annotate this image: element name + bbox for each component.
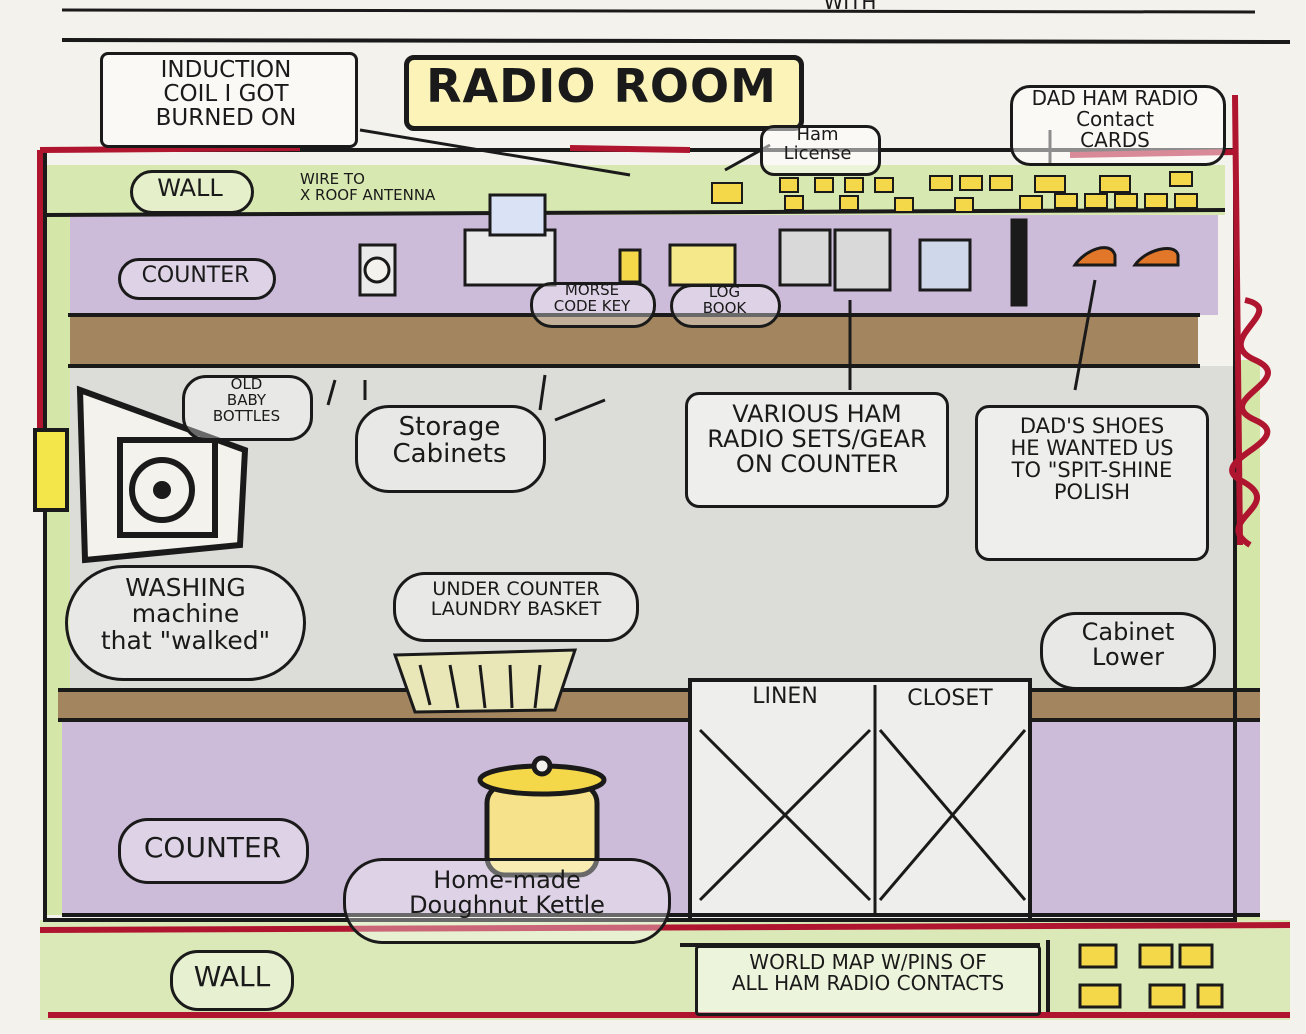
wall-bottom-bubble (170, 950, 294, 1011)
contact-cards-note (1010, 85, 1226, 166)
counter-top-bubble (118, 258, 276, 300)
storage-cabinets-label: Storage Cabinets (392, 412, 507, 470)
laundry-basket-icon (392, 648, 578, 714)
cabinet-lower-label: Cabinet Lower (1081, 618, 1175, 672)
shoes-note (975, 405, 1209, 561)
wall-bottom-label: WALL (193, 960, 271, 993)
washing-machine-label: WASHING machine that "walked" (100, 573, 271, 655)
title-box (404, 55, 804, 131)
laundry-basket-label: UNDER COUNTER LAUNDRY BASKET (430, 578, 602, 620)
ham-gear-label: VARIOUS HAM RADIO SETS/GEAR ON COUNTER (707, 400, 927, 479)
linen-label: LINEN (752, 684, 818, 709)
wall-top-bubble (130, 170, 254, 214)
world-map-label: WORLD MAP W/PINS OF ALL HAM RADIO CONTAC… (731, 950, 1005, 995)
wire-antenna-label: WIRE TO X ROOF ANTENNA (300, 170, 436, 204)
logbook-label: LOG BOOK (702, 283, 747, 317)
laundry-basket-bubble (393, 572, 639, 642)
morse-key-bubble (530, 282, 656, 328)
storage-cabinets-bubble (355, 405, 546, 493)
ham-gear-note (685, 392, 949, 508)
doughnut-kettle-icon (477, 755, 607, 878)
closet-label: CLOSET (907, 686, 993, 711)
ham-license-label: Ham License (783, 124, 852, 164)
world-map-pins (1078, 943, 1224, 1009)
induction-coil-note (100, 52, 358, 148)
ham-license-note (760, 125, 881, 176)
contact-cards-label: DAD HAM RADIO Contact CARDS (1031, 86, 1199, 152)
lower-counter-edge (58, 690, 688, 720)
morse-key-label: MORSE CODE KEY (553, 281, 631, 315)
contact-cards (711, 171, 1198, 213)
top-scrawl: WITH (823, 0, 877, 14)
page-title: RADIO ROOM (426, 59, 777, 113)
counter-bottom-label: COUNTER (143, 831, 282, 864)
washing-machine-bubble (65, 565, 306, 681)
counter-bottom-bubble (118, 818, 309, 884)
washing-machine-icon (76, 385, 249, 564)
linen-closet (688, 678, 1032, 922)
kettle-label: Home-made Doughnut Kettle (409, 866, 605, 920)
cabinet-lower-bubble (1040, 612, 1216, 690)
kettle-bubble (343, 858, 671, 944)
top-counter-edge (68, 314, 1198, 366)
wall-outlet-left (33, 428, 69, 512)
radio-gear-icons (358, 193, 1180, 307)
shoes-label: DAD'S SHOES HE WANTED US TO "SPIT-SHINE … (1010, 414, 1174, 505)
counter-top-label: COUNTER (141, 263, 250, 288)
wall-top-label: WALL (157, 174, 223, 202)
induction-coil-label: INDUCTION COIL I GOT BURNED ON (155, 57, 297, 132)
logbook-bubble (670, 284, 781, 328)
baby-bottles-bubble (182, 375, 313, 441)
baby-bottles-label: OLD BABY BOTTLES (212, 375, 281, 425)
